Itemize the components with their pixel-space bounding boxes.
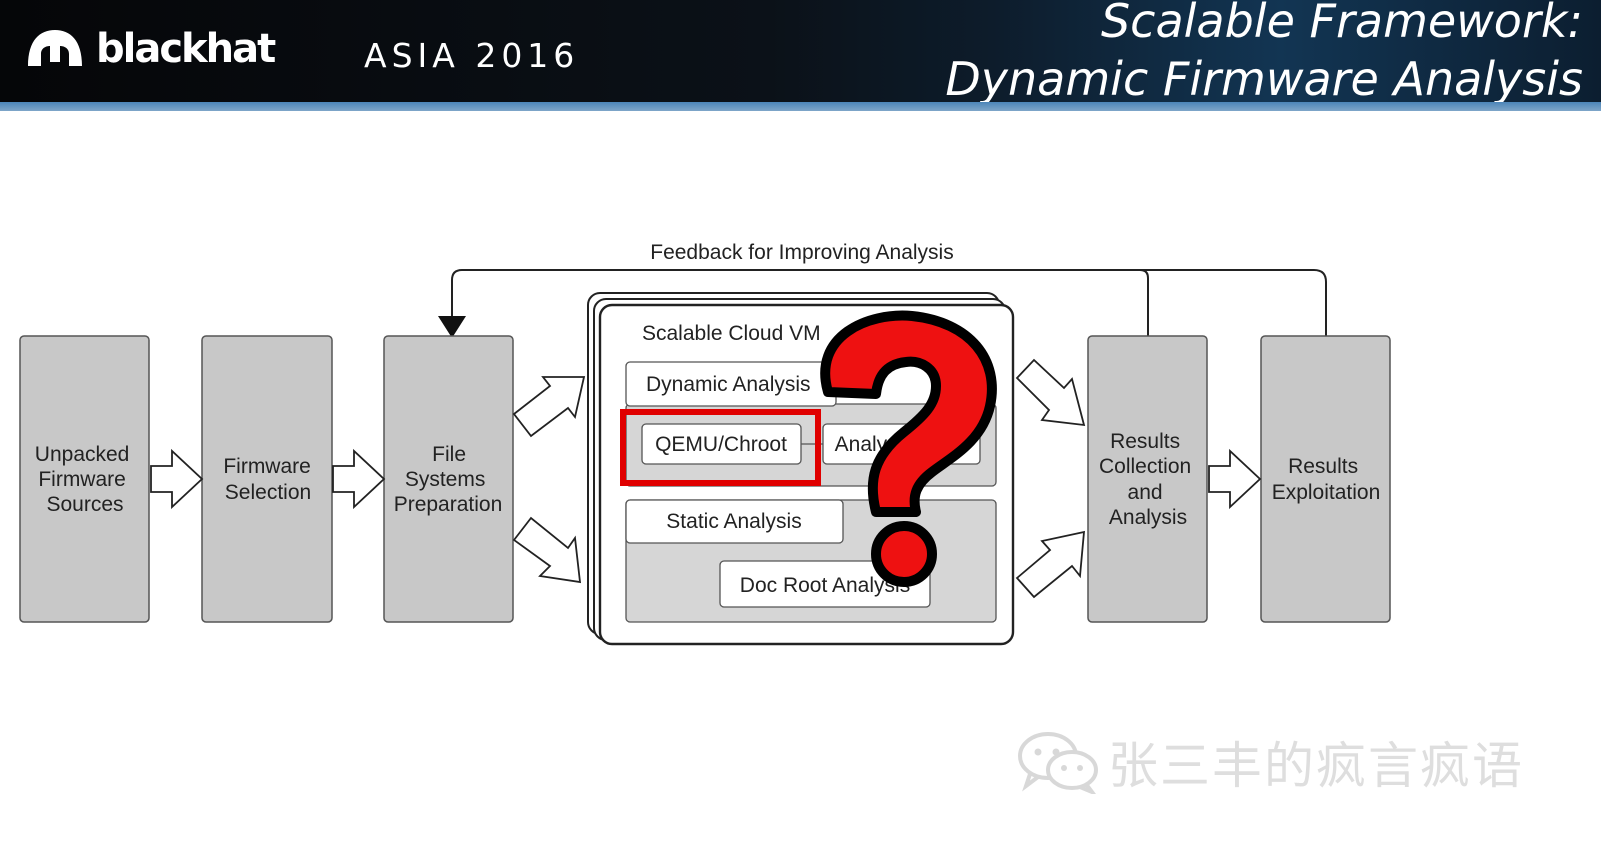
step-label: Results Exploitation — [1272, 455, 1381, 504]
feedback-loop-line — [451, 269, 1149, 336]
step-unpacked-firmware-sources: Unpacked Firmware Sources — [19, 335, 150, 623]
step-label-line: Selection — [225, 481, 311, 504]
step-label: File Systems Preparation — [394, 443, 503, 516]
doc-root-label: Doc Root Analysis — [740, 574, 910, 597]
step-results-collection-and-analysis: Results Collection and Analysis — [1087, 335, 1208, 623]
arrow-up-right — [512, 376, 586, 438]
arrow-down-right — [512, 516, 582, 584]
feedback-label: Feedback for Improving Analysis — [650, 241, 953, 264]
qemu-chroot-label: QEMU/Chroot — [655, 433, 787, 456]
step-label-line: and — [1128, 481, 1163, 504]
arrow-up-right — [1015, 530, 1086, 599]
slide-title-line2: Dynamic Firmware Analysis — [945, 52, 1583, 102]
feedback-loop-line-2 — [1140, 269, 1327, 336]
step-file-systems-preparation: File Systems Preparation — [383, 335, 514, 623]
slide-header: blackhat ASIA 2016 Scalable Framework: D… — [0, 0, 1601, 102]
flow-arrows — [150, 358, 1262, 599]
static-analysis-tab — [625, 499, 844, 544]
step-label: Firmware Selection — [223, 455, 316, 504]
wechat-watermark: 张三丰的疯言疯语 — [1016, 730, 1524, 795]
step-label-line: Sources — [46, 493, 123, 516]
arrow-right — [150, 448, 204, 510]
arrow-right — [332, 448, 386, 510]
watermark-text: 张三丰的疯言疯语 — [1108, 737, 1524, 795]
step-label-line: Results — [1110, 430, 1180, 453]
blackhat-hat-icon — [28, 30, 82, 66]
step-results-exploitation: Results Exploitation — [1260, 335, 1391, 623]
step-label-line: Exploitation — [1272, 481, 1381, 504]
step-label: Results Collection and Analysis — [1099, 430, 1197, 529]
brand-name: blackhat — [96, 26, 276, 72]
step-label-line: Firmware — [223, 455, 311, 478]
step-label-line: Collection — [1099, 455, 1191, 478]
cloud-vm-title: Scalable Cloud VM — [642, 322, 821, 345]
dynamic-analysis-label: Dynamic Analysis — [646, 373, 811, 396]
slide-title: Scalable Framework: Dynamic Firmware Ana… — [945, 0, 1583, 102]
step-label-line: Unpacked — [35, 443, 130, 466]
step-label-line: Systems — [405, 468, 486, 491]
event-name: ASIA 2016 — [364, 36, 580, 75]
step-label-line: Results — [1288, 455, 1358, 478]
feedback-arrowhead — [438, 316, 466, 338]
step-label-line: Firmware — [38, 468, 126, 491]
header-stripe — [0, 102, 1601, 111]
step-label-line: Preparation — [394, 493, 503, 516]
question-mark-overlay — [820, 310, 997, 587]
step-label: Unpacked Firmware Sources — [35, 443, 135, 516]
step-label-line: File — [432, 443, 466, 466]
static-analysis-label: Static Analysis — [666, 510, 801, 533]
qemu-chroot-box — [641, 423, 802, 465]
qemu-highlight-box — [620, 409, 821, 486]
step-firmware-selection: Firmware Selection — [201, 335, 333, 623]
slide-title-line1: Scalable Framework: — [1100, 0, 1583, 48]
arrow-right — [1208, 448, 1262, 510]
wechat-icon — [1018, 732, 1098, 794]
step-label-line: Analysis — [1109, 506, 1187, 529]
arrow-down-right — [1015, 358, 1086, 427]
